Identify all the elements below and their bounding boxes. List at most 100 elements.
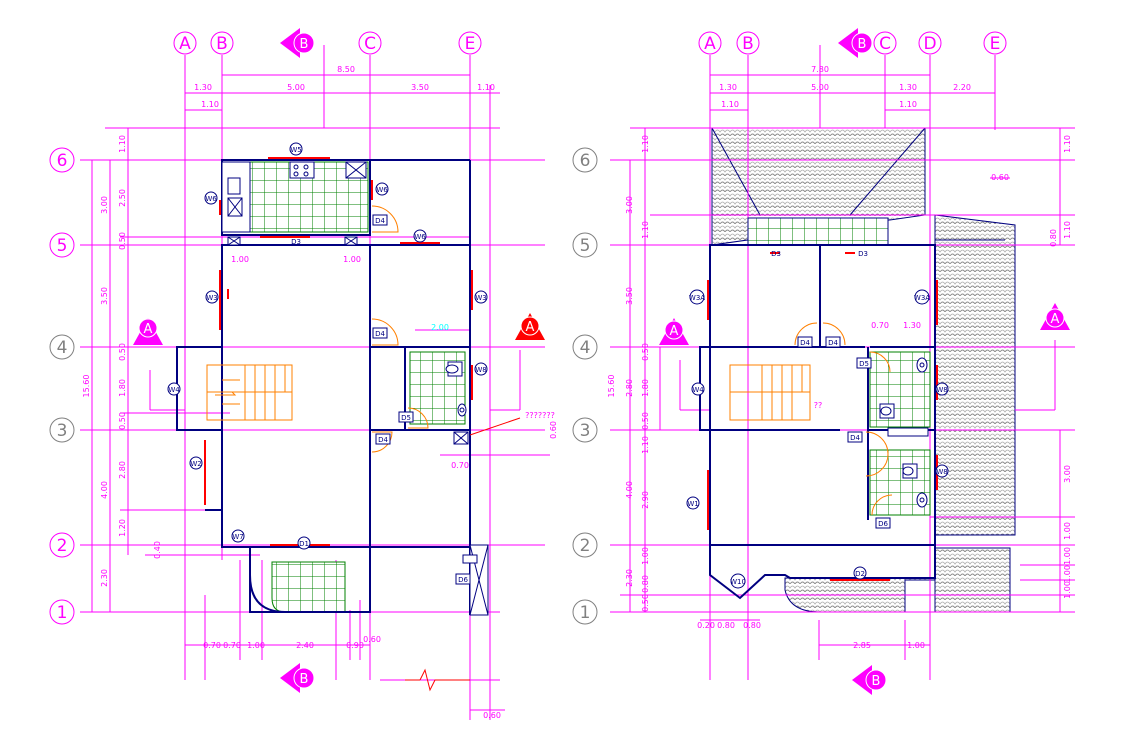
svg-text:1.00: 1.00 xyxy=(641,547,650,565)
svg-text:1.10: 1.10 xyxy=(1063,221,1072,239)
svg-text:0.50: 0.50 xyxy=(118,232,127,250)
left-opening-marks xyxy=(204,157,473,546)
svg-text:0.50: 0.50 xyxy=(641,343,650,361)
section-marker-a-right-1: A xyxy=(659,318,689,345)
svg-text:W4: W4 xyxy=(692,386,704,394)
right-dimension-labels: 7.80 1.30 5.00 1.30 2.20 1.10 1.10 15.60… xyxy=(607,65,1072,650)
right-opening-marks xyxy=(707,252,938,581)
svg-text:0.60: 0.60 xyxy=(549,421,558,439)
svg-text:W3A: W3A xyxy=(689,294,705,302)
left-row-markers-gray xyxy=(49,334,75,443)
svg-text:0.70: 0.70 xyxy=(223,641,241,650)
right-row-3: 3 xyxy=(580,421,591,441)
svg-text:W10: W10 xyxy=(730,578,746,586)
svg-text:D4: D4 xyxy=(850,434,860,442)
svg-text:0.60: 0.60 xyxy=(363,635,381,644)
svg-text:0.20: 0.20 xyxy=(697,621,715,630)
svg-text:1.00: 1.00 xyxy=(1063,547,1072,565)
svg-text:1.10: 1.10 xyxy=(641,135,650,153)
svg-text:0.60: 0.60 xyxy=(991,173,1009,182)
svg-text:0.70: 0.70 xyxy=(871,321,889,330)
left-row-5: 5 xyxy=(57,236,68,256)
left-door-swings xyxy=(371,205,429,453)
left-break-mark xyxy=(419,668,470,692)
svg-text:D4: D4 xyxy=(375,330,385,338)
roof-balcony xyxy=(784,547,1011,613)
svg-text:1.20: 1.20 xyxy=(118,519,127,537)
balcony-floor xyxy=(271,561,346,613)
svg-text:W6: W6 xyxy=(376,186,388,194)
svg-text:1.80: 1.80 xyxy=(118,379,127,397)
left-stair xyxy=(206,364,293,421)
right-stair xyxy=(729,364,811,421)
svg-text:1.80: 1.80 xyxy=(641,379,650,397)
svg-text:0.50: 0.50 xyxy=(118,412,127,430)
svg-text:1.10: 1.10 xyxy=(477,83,495,92)
left-row-1: 1 xyxy=(57,603,68,623)
svg-text:1.00: 1.00 xyxy=(1063,522,1072,540)
svg-text:0.70: 0.70 xyxy=(451,461,469,470)
section-marker-a-right-2: A xyxy=(1040,303,1070,330)
left-plan xyxy=(80,45,550,720)
svg-text:W8: W8 xyxy=(936,386,947,394)
section-marker-a-left-1: A xyxy=(133,318,163,345)
svg-text:B: B xyxy=(872,674,881,689)
section-marker-b-right-bottom: B xyxy=(852,665,887,695)
svg-text:15.60: 15.60 xyxy=(607,375,616,398)
svg-text:15.60: 15.60 xyxy=(82,375,91,398)
left-dimension-labels: 8.50 1.30 5.00 3.50 1.10 1.10 15.60 3.00… xyxy=(82,65,558,720)
left-row-2: 2 xyxy=(57,536,68,556)
svg-text:D4: D4 xyxy=(828,339,838,347)
svg-text:D3: D3 xyxy=(771,250,781,258)
svg-text:B: B xyxy=(300,37,309,52)
svg-text:W6: W6 xyxy=(414,233,426,241)
svg-text:B: B xyxy=(858,37,867,52)
svg-text:W6: W6 xyxy=(205,195,217,203)
right-balcony-top xyxy=(747,217,889,246)
right-tags: D3 D3 W3A W3A D4 D4 D5 W4 W8 D4 W8 W1 D6… xyxy=(686,250,949,589)
svg-text:1.30: 1.30 xyxy=(719,83,737,92)
svg-text:A: A xyxy=(526,320,535,335)
svg-text:8.50: 8.50 xyxy=(337,65,355,74)
svg-text:1.00: 1.00 xyxy=(1063,581,1072,599)
svg-text:0.90: 0.90 xyxy=(346,641,364,650)
right-column-markers xyxy=(698,31,1007,55)
right-row-4: 4 xyxy=(580,338,591,358)
svg-text:D4: D4 xyxy=(378,436,388,444)
right-col-e: E xyxy=(990,34,1001,54)
svg-text:D3: D3 xyxy=(858,250,868,258)
left-row-3: 3 xyxy=(57,421,68,441)
svg-text:3.00: 3.00 xyxy=(100,196,109,214)
left-note-leader xyxy=(469,417,521,436)
svg-text:0.70: 0.70 xyxy=(203,641,221,650)
left-col-c: C xyxy=(364,34,376,54)
svg-text:5.00: 5.00 xyxy=(287,83,305,92)
svg-text:2.40: 2.40 xyxy=(296,641,314,650)
svg-text:D3: D3 xyxy=(291,238,301,246)
svg-text:W2: W2 xyxy=(190,460,201,468)
svg-text:W8: W8 xyxy=(936,468,947,476)
svg-text:1.10: 1.10 xyxy=(641,221,650,239)
svg-text:0.50: 0.50 xyxy=(641,594,650,612)
svg-text:B: B xyxy=(300,672,309,687)
svg-text:2.20: 2.20 xyxy=(953,83,971,92)
left-col-e: E xyxy=(465,34,476,54)
svg-text:1.10: 1.10 xyxy=(118,135,127,153)
kitchen-fixtures xyxy=(221,161,367,246)
svg-text:2.80: 2.80 xyxy=(625,379,634,397)
right-row-2: 2 xyxy=(580,536,591,556)
left-grid-lines xyxy=(80,45,550,720)
svg-text:W3A: W3A xyxy=(914,294,930,302)
svg-text:D4: D4 xyxy=(800,339,810,347)
right-col-d: D xyxy=(923,34,936,54)
right-row-markers xyxy=(572,147,598,625)
svg-text:W3: W3 xyxy=(475,294,486,302)
svg-text:3.50: 3.50 xyxy=(411,83,429,92)
left-row-4: 4 xyxy=(57,338,68,358)
roof-right xyxy=(934,214,1016,536)
right-door-swings xyxy=(794,322,893,516)
svg-text:1.00: 1.00 xyxy=(907,641,925,650)
right-col-b: B xyxy=(742,34,754,54)
svg-text:W8: W8 xyxy=(475,366,486,374)
